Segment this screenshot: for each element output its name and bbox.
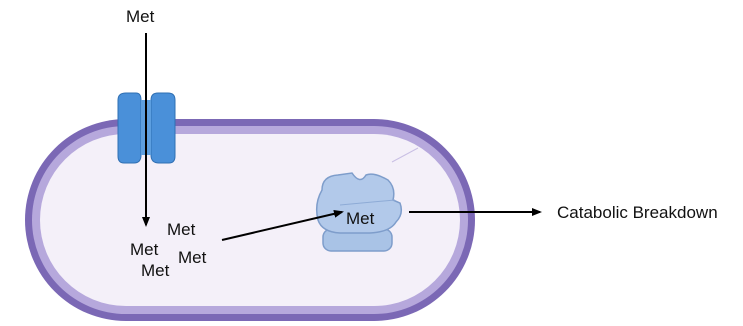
- met-outside-label: Met: [126, 7, 155, 26]
- catabolic-breakdown-label: Catabolic Breakdown: [557, 203, 718, 222]
- met-inside-label: Met: [141, 261, 170, 280]
- membrane-highlight: [391, 147, 419, 163]
- met-inside-label: Met: [130, 240, 159, 259]
- met-inside-label: Met: [167, 220, 196, 239]
- enzyme-complex-icon: [315, 172, 403, 252]
- met-inside-label: Met: [178, 248, 207, 267]
- met-enzyme-label: Met: [346, 209, 375, 228]
- cell: [25, 119, 475, 321]
- enzyme-binding-arrow: [221, 209, 344, 241]
